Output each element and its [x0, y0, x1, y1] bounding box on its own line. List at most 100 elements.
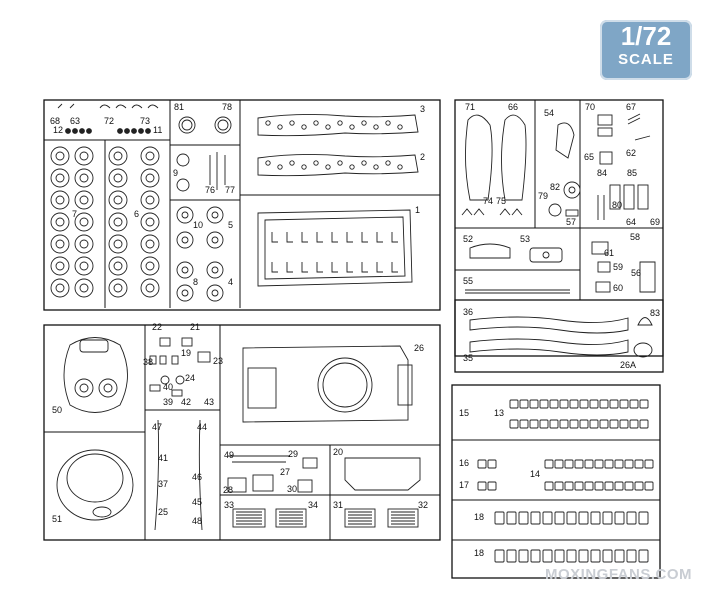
track-hole: [325, 164, 331, 170]
track-link: [594, 481, 604, 491]
part-number-61: 61: [604, 248, 614, 258]
hull-slot: [286, 232, 293, 243]
track-part-3: [257, 113, 419, 137]
part-54: [555, 122, 575, 159]
road-wheel: [74, 278, 94, 298]
track-link: [574, 459, 584, 469]
track-link: [549, 399, 559, 409]
track-link: [487, 459, 497, 469]
track-link: [554, 549, 565, 563]
track-link: [589, 419, 599, 429]
part-number-69: 69: [650, 217, 660, 227]
track-link: [487, 481, 497, 491]
part-number-60: 60: [613, 283, 623, 293]
track-link: [590, 549, 601, 563]
part-number-34: 34: [308, 500, 318, 510]
site-watermark: MOXINGFANS.COM: [545, 566, 693, 583]
track-hole: [349, 164, 355, 170]
part-53: [529, 247, 563, 263]
track-link: [506, 549, 517, 563]
part-number-79: 79: [538, 191, 548, 201]
track-link: [578, 511, 589, 525]
part-number-32: 32: [418, 500, 428, 510]
track-link: [644, 481, 654, 491]
sprocket: [206, 284, 224, 302]
part-number-10: 10: [193, 220, 203, 230]
road-wheel: [74, 168, 94, 188]
small-disc: [138, 128, 144, 134]
track-link: [634, 481, 644, 491]
part-number-75: 75: [496, 196, 506, 206]
sprue-top-tabs: [57, 103, 159, 109]
small-disc: [124, 128, 130, 134]
parts-70-67-65: [597, 113, 651, 165]
track-link: [579, 419, 589, 429]
track-link: [590, 511, 601, 525]
part-number-51: 51: [52, 514, 62, 524]
part-52: [469, 243, 511, 259]
part-number-24: 24: [185, 373, 195, 383]
bracket-parts-74-75: [461, 208, 523, 216]
track-link: [619, 399, 629, 409]
track-link: [614, 459, 624, 469]
track-link: [602, 511, 613, 525]
track-link: [539, 399, 549, 409]
track-link: [529, 419, 539, 429]
sprue-frame-d: [451, 384, 661, 579]
part-number-53: 53: [520, 234, 530, 244]
track-link: [638, 549, 649, 563]
part-number-83: 83: [650, 308, 660, 318]
part-number-2: 2: [420, 152, 425, 162]
sprocket: [176, 231, 194, 249]
hull-slot: [271, 232, 278, 243]
sprue-frame-a: [43, 99, 441, 311]
track-link: [566, 511, 577, 525]
part-number-16: 16: [459, 458, 469, 468]
part-number-65: 65: [584, 152, 594, 162]
part-number-18a: 18: [474, 512, 484, 522]
scale-word: SCALE: [618, 51, 674, 68]
hull-slot: [331, 262, 338, 273]
track-hole: [265, 120, 271, 126]
part-number-26A: 26A: [620, 360, 636, 370]
road-wheel: [74, 256, 94, 276]
road-wheel: [140, 212, 160, 232]
track-link: [542, 511, 553, 525]
track-hole: [361, 120, 367, 126]
track-link: [494, 511, 505, 525]
track-link: [626, 549, 637, 563]
part-number-52: 52: [463, 234, 473, 244]
part-number-76: 76: [205, 185, 215, 195]
part-number-82: 82: [550, 182, 560, 192]
sprocket: [176, 206, 194, 224]
part-number-35: 35: [463, 353, 473, 363]
track-hole: [385, 120, 391, 126]
part-number-84: 84: [597, 168, 607, 178]
part-number-37: 37: [158, 479, 168, 489]
part-number-26: 26: [414, 343, 424, 353]
road-wheel: [108, 168, 128, 188]
vent-grilles-33-34-31-32: [232, 508, 419, 528]
track-hole: [301, 124, 307, 130]
sprocket: [206, 231, 224, 249]
part-number-28: 28: [223, 485, 233, 495]
hull-slot: [346, 232, 353, 243]
part-number-33: 33: [224, 500, 234, 510]
part-number-14: 14: [530, 469, 540, 479]
track-link: [554, 511, 565, 525]
part-number-1: 1: [415, 205, 420, 215]
track-hole: [385, 160, 391, 166]
track-link: [614, 481, 624, 491]
track-link: [554, 459, 564, 469]
track-link: [589, 399, 599, 409]
track-link: [602, 549, 613, 563]
ring-part-78: [214, 116, 232, 134]
road-wheel: [108, 234, 128, 254]
track-holes: [265, 120, 403, 170]
track-link: [584, 481, 594, 491]
fender-parts-71-66: [464, 114, 527, 201]
part-number-63: 63: [70, 116, 80, 126]
turret-ring-part-51: [56, 449, 134, 521]
part-number-15: 15: [459, 408, 469, 418]
hull-slot: [286, 262, 293, 273]
